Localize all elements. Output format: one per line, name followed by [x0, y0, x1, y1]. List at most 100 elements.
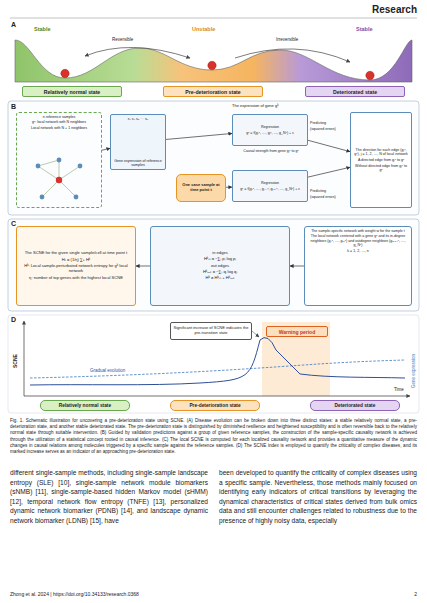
scne-box: The SCNE for the given single sample/cel… [16, 226, 136, 306]
expression-curve [30, 360, 405, 378]
warning-band [262, 322, 330, 396]
state-box: Pre-deterioration state [163, 86, 263, 97]
node-text: Pre-deterioration state [189, 403, 240, 409]
annotation: Causal strength from gene gⱼᵏ to gᵏ [232, 149, 310, 153]
transition-label: Reversible [112, 37, 152, 42]
state-box: Relatively normal state [22, 86, 122, 97]
node-text: One case sample at time point t [179, 183, 223, 193]
node-text: n reference samples [43, 115, 76, 119]
panel-letter: B [11, 103, 21, 111]
leader-line [252, 331, 259, 337]
warning-box: Warning period [266, 326, 328, 337]
node-text: Gene expression of reference samples [113, 159, 163, 168]
panel-frame [8, 219, 419, 311]
state-box: Relatively normal state [40, 400, 130, 411]
annotation: Predicting [310, 189, 350, 193]
state-ball [208, 61, 216, 69]
annotation: Predicting [310, 121, 350, 125]
node-text: Regression [261, 125, 279, 129]
state-label: Stable [34, 26, 74, 32]
state-label: Stable [356, 26, 396, 32]
flow-arrow [308, 140, 350, 151]
network-box: The sample-specific network with weight … [304, 226, 412, 306]
scne-curve [30, 338, 405, 385]
entropy-box: in edgesHᵏᵢₙ = −∑ⱼ pⱼ log pⱼ out edgesHᵏₒ… [150, 226, 290, 306]
journal-header: Research [300, 4, 417, 16]
annotation: Gradual evolution [90, 368, 150, 373]
node-text: Relatively normal state [59, 403, 111, 409]
node-text: Regression [261, 181, 279, 185]
panel-frame [8, 315, 419, 413]
annotation: The expression of gene gᵏ [232, 104, 332, 109]
node-text: Hᵏ: Local sample-perturbated network ent… [19, 264, 133, 274]
reference-box: n reference samplesgᵏ: local network wit… [16, 112, 102, 208]
node-text: The direction for each edge (gⱼᵏ, gᵏ), j… [353, 148, 409, 157]
panel-letter: C [11, 220, 21, 228]
node-text: The sample-specific network with weight … [311, 229, 405, 233]
flow-arrow [136, 266, 150, 267]
node-text: gᵏ = f(g₁ᵏ, …, gⱼ₋₁ᵏ, gⱼ₊₁ᵏ, …, g_Nᵏ) + … [240, 187, 300, 191]
flow-arrow [166, 133, 232, 139]
state-box: Pre-deterioration state [170, 400, 260, 411]
node-text: gᵏ = f(g₁ᵏ, …, gⱼᵏ, …, g_Nᵏ) + ε [246, 131, 294, 135]
axis-label: Gene expression [411, 338, 416, 388]
node-text: Hᵏᵢₙ = −∑ⱼ pⱼ log pⱼ [204, 257, 236, 262]
node-text: Local network with N + 1 neighbors [31, 126, 87, 130]
node-text: gᵏ: local network with N neighbors [32, 120, 86, 124]
callout-box: Significant increase of SCNE indicates t… [170, 322, 252, 340]
y-axis [24, 321, 25, 396]
node-text: in edges [212, 251, 227, 256]
node-text: The local network centered with a gene g… [307, 234, 409, 247]
regression-box: Regression gᵏ = f(g₁ᵏ, …, gⱼ₋₁ᵏ, gⱼ₊₁ᵏ, …… [232, 170, 308, 202]
node-text: Deteriorated state [335, 403, 376, 409]
node-text: Relatively normal state [44, 89, 101, 95]
energy-landscape [15, 40, 412, 82]
network-links [38, 160, 80, 197]
body-text: different single-sample methods, includi… [10, 468, 208, 526]
panel-letter: D [11, 316, 21, 324]
node-text: The SCNE for the given single sample/cel… [25, 251, 127, 256]
node-text: Hₜ = (1/η) ∑ₖ Hᵏ [62, 258, 91, 263]
node-text: Deteriorated state [333, 89, 377, 95]
network-nodes [36, 158, 83, 200]
axis-label: Time [394, 387, 414, 392]
page-number: 2 [397, 592, 417, 598]
flow-arrow [290, 266, 304, 267]
state-label: Unstable [192, 26, 232, 32]
node-text: Significant increase of SCNE indicates t… [173, 326, 249, 336]
footer-text: Zhong et al. 2024 | https://doi.org/10.3… [10, 592, 310, 598]
direction-box: The direction for each edge (gⱼᵏ, gᵏ), j… [350, 112, 412, 208]
node-text: s₁ s₂ s₃ ⋯ sₙ [128, 117, 148, 121]
node-text: out edges [211, 264, 229, 269]
node-text: Without directed edge from gⱼᵏ to gᵏ [353, 164, 409, 173]
node-text: η: number of top genes with the highest … [29, 276, 123, 281]
panel-frame [8, 101, 419, 215]
node-text: Warning period [279, 329, 315, 335]
state-ball [366, 71, 374, 79]
reversible-arrow [85, 47, 190, 58]
flow-arrow [308, 167, 350, 177]
transition-label: Irreversible [276, 37, 321, 42]
regression-box: Regression gᵏ = f(g₁ᵏ, …, gⱼᵏ, …, g_Nᵏ) +… [232, 114, 308, 146]
flow-arrow [102, 148, 110, 150]
irreversible-arrow [235, 49, 350, 62]
axis-label: SCNE [13, 328, 19, 368]
body-text: been developed to quantify the criticali… [219, 468, 417, 526]
figure-caption: Fig. 1. Schematic illustration for uncov… [10, 418, 417, 455]
flow-arrow [226, 187, 232, 188]
node-text: Pre-deterioration state [185, 89, 240, 95]
panel-letter: A [11, 21, 21, 29]
node-text: A directed edge from gⱼᵏ to gᵏ [358, 158, 404, 162]
state-box: Deteriorated state [310, 400, 400, 411]
annotation: (squared errors) [310, 127, 350, 131]
matrix-box: s₁ s₂ s₃ ⋯ sₙ Gene expression of referenc… [110, 114, 166, 170]
state-box: Deteriorated state [305, 86, 405, 97]
header-rule [10, 18, 417, 19]
node-text: Hᵏₒᵤₜ = −∑ⱼ qⱼ log qⱼ [203, 270, 237, 275]
annotation: (squared errors) [310, 195, 350, 199]
state-ball [61, 69, 69, 77]
x-axis [24, 396, 410, 397]
node-text: Hᵏ = Hᵏᵢₙ + Hᵏₒᵤₜ [206, 276, 235, 281]
